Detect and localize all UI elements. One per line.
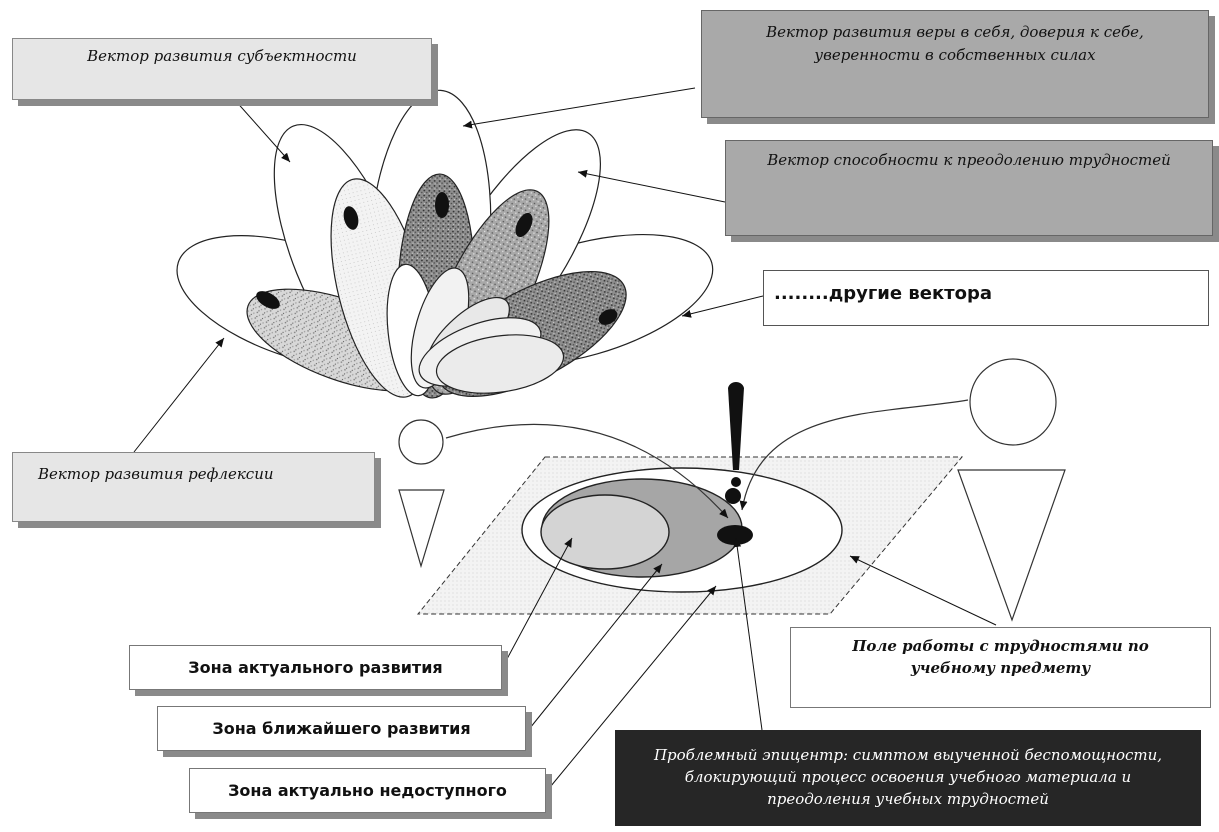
label-inaccessible-zone: Зона актуально недоступного <box>189 768 546 813</box>
label-overcoming-text: Вектор способности к преодолению труднос… <box>767 151 1171 169</box>
flower <box>176 89 714 399</box>
teacher-body <box>957 469 1066 622</box>
label-actual-zone: Зона актуального развития <box>129 645 502 690</box>
label-difficulty-field: Поле работы с трудностями по учебному пр… <box>790 627 1211 708</box>
label-other-vectors-text: ........другие вектора <box>774 283 992 304</box>
label-overcoming: Вектор способности к преодолению труднос… <box>725 140 1213 236</box>
epicenter-dot <box>717 525 753 545</box>
student-head <box>398 419 444 465</box>
label-epicenter-text: Проблемный эпицентр: симптом выученной б… <box>653 746 1163 808</box>
label-actual-zone-text: Зона актуального развития <box>188 658 443 677</box>
arrow-teacher-epicenter <box>739 399 969 511</box>
student-body <box>398 489 445 569</box>
label-other-vectors: ........другие вектора <box>763 270 1209 326</box>
small-dot <box>725 488 741 504</box>
label-subjectivity-text: Вектор развития субъектности <box>87 47 357 65</box>
label-proximal-zone-text: Зона ближайшего развития <box>212 719 471 738</box>
zone-actual <box>540 494 670 570</box>
arrow-student-epicenter <box>445 423 729 519</box>
label-reflection-text: Вектор развития рефлексии <box>38 465 274 483</box>
label-self-belief: Вектор развития веры в себя, доверия к с… <box>701 10 1209 118</box>
label-inaccessible-zone-text: Зона актуально недоступного <box>228 781 507 800</box>
exclamation-icon <box>728 382 744 470</box>
label-epicenter: Проблемный эпицентр: симптом выученной б… <box>615 730 1201 826</box>
label-subjectivity: Вектор развития субъектности <box>12 38 432 100</box>
label-reflection: Вектор развития рефлексии <box>12 452 375 522</box>
label-self-belief-text: Вектор развития веры в себя, доверия к с… <box>766 23 1144 65</box>
label-proximal-zone: Зона ближайшего развития <box>157 706 526 751</box>
teacher-head <box>969 358 1057 446</box>
label-difficulty-field-text: Поле работы с трудностями по учебному пр… <box>852 637 1149 677</box>
